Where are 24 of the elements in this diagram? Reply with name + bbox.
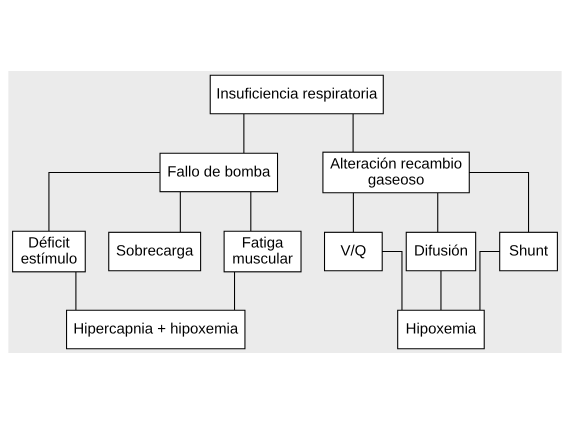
connector	[234, 272, 236, 310]
node-box: Hipoxemia	[397, 310, 485, 350]
connector	[437, 192, 438, 232]
node-box: Shunt	[499, 232, 558, 272]
connector	[352, 192, 354, 232]
connector	[440, 270, 442, 310]
connector	[352, 114, 354, 152]
node-box: Fatiga muscular	[224, 230, 302, 272]
connector	[243, 114, 244, 154]
connector	[180, 192, 181, 232]
node-box: Déficit estímulo	[12, 230, 86, 272]
connector	[479, 251, 500, 310]
node-box: Hipercapnia + hipoxemia	[66, 310, 246, 350]
node-box: Insuficiencia respiratoria	[210, 74, 384, 114]
connector	[48, 172, 160, 232]
connector	[382, 251, 402, 310]
node-box: Fallo de bomba	[160, 152, 278, 192]
connector	[469, 172, 530, 232]
node-box: V/Q	[324, 232, 383, 272]
node-box: Difusión	[406, 232, 476, 272]
node-box: Sobrecarga	[108, 232, 202, 272]
connector	[250, 192, 252, 232]
node-box: Alteración recambio gaseoso	[322, 152, 470, 194]
connector	[75, 272, 76, 310]
